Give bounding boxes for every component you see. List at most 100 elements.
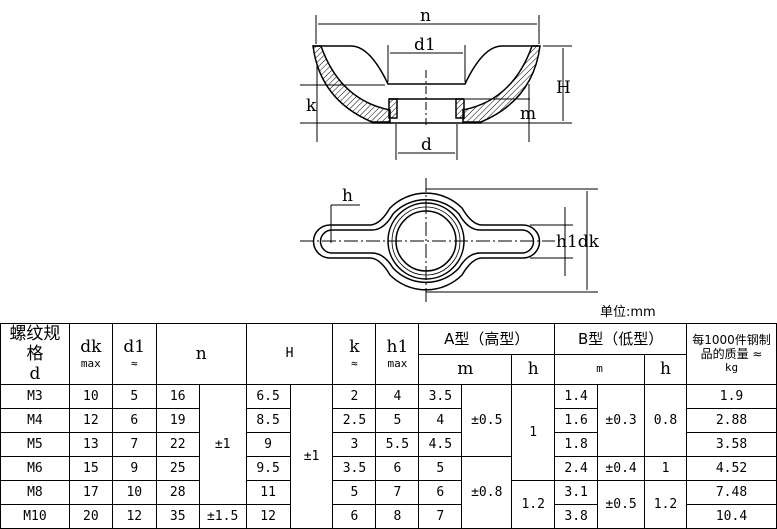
header-a-h: h [511, 353, 556, 385]
cell-b-m-tol: ±0.4 [597, 456, 646, 481]
cell-mass: 10.4 [686, 504, 777, 529]
cell-H-tol: ±1 [289, 384, 334, 529]
header-k: k≈ [332, 323, 377, 385]
table-row: M6 15 9 25 9.5 3.5 6 5 ±0.8 2.4 ±0.4 1 4… [0, 456, 777, 529]
header-dk-sub: max [80, 357, 101, 370]
header-mass-unit: kg [724, 361, 739, 374]
cell-n-tol: ±1.5 [198, 504, 247, 529]
cell-b-m: 3.1 [554, 480, 599, 505]
cell-h1: 5.5 [375, 432, 420, 457]
left-collar [388, 98, 398, 119]
header-k-sub: ≈ [351, 357, 358, 370]
table-row: M5 13 7 22 9 3 5.5 4.5 1.8 3.58 [0, 432, 777, 457]
cell-b-m: 1.6 [554, 408, 599, 433]
header-mass: 每1000件钢制品的质量 ≈kg [686, 323, 777, 385]
header-type-b: B型（低型） [554, 323, 687, 355]
label-n: n [420, 6, 431, 26]
cell-k: 3 [332, 432, 377, 457]
cell-d: M8 [0, 480, 70, 505]
cell-dk: 10 [68, 384, 113, 409]
cell-dk: 17 [68, 480, 113, 505]
cell-d: M6 [0, 456, 70, 481]
header-d1: d1≈ [111, 323, 157, 385]
cell-d1: 9 [111, 456, 157, 481]
cell-d1: 6 [111, 408, 157, 433]
wing-nut-drawing: n d1 H k m d h h1dk [300, 6, 600, 305]
header-k-label: k [349, 337, 360, 357]
cell-b-m: 3.8 [554, 504, 599, 529]
cell-b-m: 1.4 [554, 384, 599, 409]
cell-b-m-tol: ±0.5 [597, 480, 646, 529]
header-spec-label: 螺纹规格 [9, 324, 61, 364]
cell-a-m: 3.5 [418, 384, 463, 409]
cell-b-h: 1 [644, 456, 687, 481]
outer-outline [312, 192, 541, 291]
cell-mass: 1.9 [686, 384, 777, 409]
cell-d: M3 [0, 384, 70, 409]
cell-h1: 4 [375, 384, 420, 409]
table-row: M8 17 10 28 11 5 7 6 1.2 3.1 ±0.5 1.2 7.… [0, 480, 777, 529]
cell-k: 6 [332, 504, 377, 529]
cell-H: 8.5 [245, 408, 291, 433]
inner-outline [319, 198, 535, 284]
cell-d1: 5 [111, 384, 157, 409]
cell-k: 2 [332, 384, 377, 409]
header-mass-label: 每1000件钢制品的质量 ≈ [692, 333, 771, 361]
cell-n: 28 [155, 480, 200, 505]
cell-b-m: 2.4 [554, 456, 599, 481]
cell-h1: 6 [375, 456, 420, 481]
cell-H: 11 [245, 480, 291, 505]
cell-b-m: 1.8 [554, 432, 599, 457]
cell-a-h: 1.2 [511, 480, 556, 529]
header-b-m: m [554, 353, 646, 385]
cell-dk: 13 [68, 432, 113, 457]
cell-n: 25 [155, 456, 200, 481]
cell-d1: 12 [111, 504, 157, 529]
cell-mass: 7.48 [686, 480, 777, 505]
header-d1-label: d1 [123, 337, 146, 357]
cell-a-m: 5 [418, 456, 463, 481]
cell-d: M4 [0, 408, 70, 433]
table-row: M3 10 5 16 ±1 6.5 ±1 2 4 3.5 ±0.5 1 1.4 … [0, 384, 777, 529]
cell-dk: 15 [68, 456, 113, 481]
unit-label: 单位:mm [600, 305, 656, 320]
label-k: k [306, 96, 317, 116]
cell-a-m-tol: ±0.8 [461, 456, 513, 529]
header-b-h: h [644, 353, 687, 385]
cell-b-h: 1.2 [644, 480, 687, 529]
side-view: n d1 H k m d [300, 6, 572, 160]
cell-k: 3.5 [332, 456, 377, 481]
header-n: n [155, 323, 247, 385]
label-m: m [520, 104, 536, 124]
label-d1: d1 [414, 35, 436, 55]
cell-H: 12 [245, 504, 291, 529]
cell-k: 2.5 [332, 408, 377, 433]
header-dk-label: dk [80, 337, 102, 357]
cell-n: 19 [155, 408, 200, 433]
left-wing-section [312, 45, 391, 123]
cell-a-m: 4.5 [418, 432, 463, 457]
top-view: h h1dk [300, 178, 600, 305]
cell-H: 9.5 [245, 456, 291, 481]
cell-mass: 4.52 [686, 456, 777, 481]
label-h1dk: h1dk [556, 232, 600, 252]
cell-d: M10 [0, 504, 70, 529]
cell-dk: 20 [68, 504, 113, 529]
header-H: H [245, 323, 334, 385]
cell-h1: 5 [375, 408, 420, 433]
cell-dk: 12 [68, 408, 113, 433]
header-spec-sub: d [29, 364, 41, 384]
table-row: M4 12 6 19 8.5 2.5 5 4 1.6 2.88 [0, 408, 777, 433]
cell-mass: 2.88 [686, 408, 777, 433]
label-H: H [556, 78, 571, 98]
cell-d: M5 [0, 432, 70, 457]
cell-a-h: 1 [511, 384, 556, 481]
cell-n: 35 [155, 504, 200, 529]
cell-b-m-tol: ±0.3 [597, 384, 646, 457]
cell-b-h: 0.8 [644, 384, 687, 457]
header-a-m: m [418, 353, 513, 385]
header-h1-label: h1 [386, 337, 409, 357]
cell-h1: 7 [375, 480, 420, 505]
